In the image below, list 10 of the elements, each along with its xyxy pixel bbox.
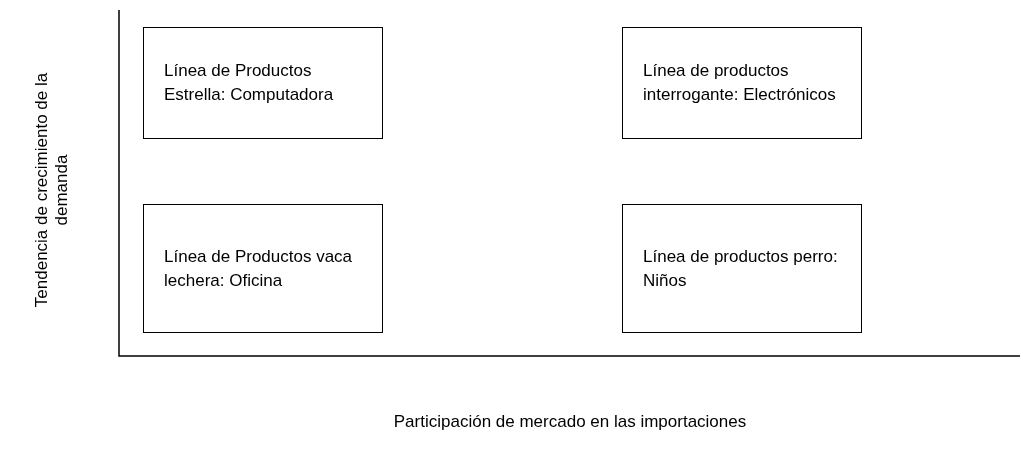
quadrant-label: Línea de Productos Estrella: Computadora: [164, 60, 335, 106]
quadrant-box: [143, 27, 383, 139]
quadrant-box: [622, 204, 862, 333]
quadrant-label: Línea de Productos vaca lechera: Oficina: [164, 245, 354, 292]
quadrant-label: Línea de productos perro: Niños: [643, 245, 839, 292]
quadrant-box: [622, 27, 862, 139]
x-axis-label: Participación de mercado en las importaciones: [392, 412, 748, 432]
quadrant-label: Línea de productos interrogante: Electrónicos: [643, 60, 837, 106]
y-axis-label: Tendencia de crecimiento de la demanda: [32, 71, 72, 310]
quadrant-box: [143, 204, 383, 333]
